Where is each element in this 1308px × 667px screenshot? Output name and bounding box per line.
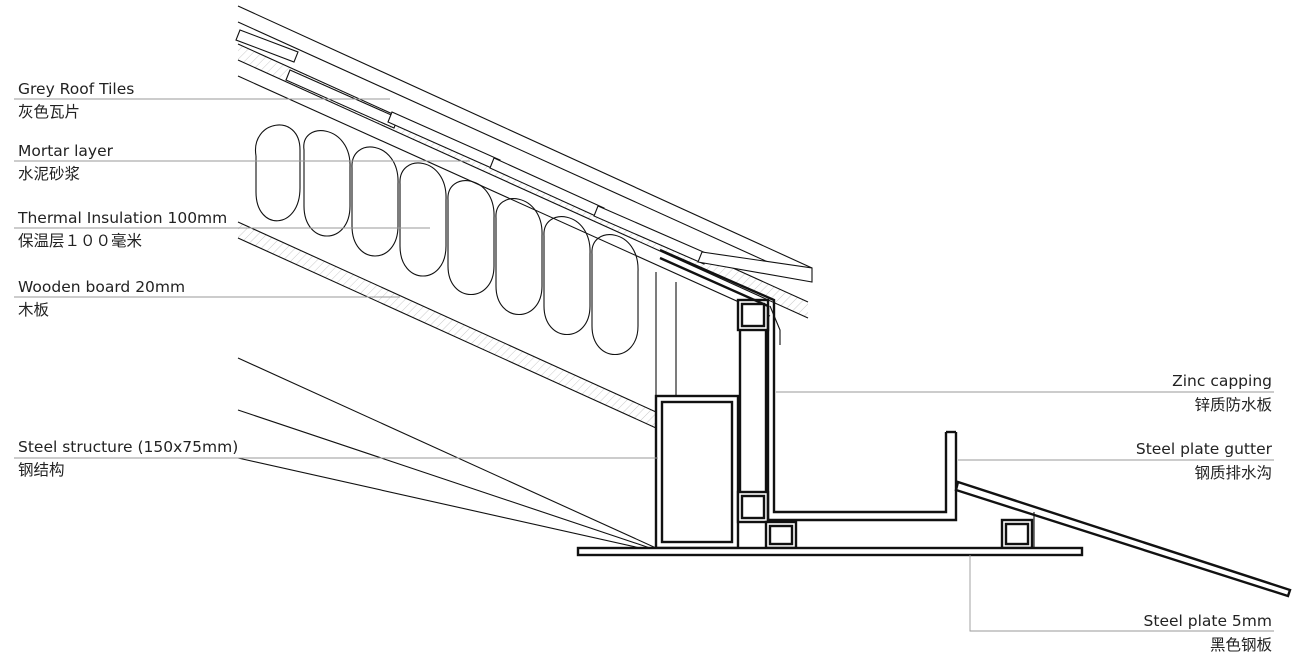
label-insulation-en: Thermal Insulation 100mm: [17, 209, 227, 227]
label-plate-en: Steel plate 5mm: [1144, 612, 1272, 630]
gutter-slope: [954, 480, 1292, 598]
roof-layers: [237, 5, 813, 429]
label-board-cn: 木板: [18, 301, 49, 319]
thermal-insulation: [255, 124, 639, 356]
label-tiles-en: Grey Roof Tiles: [18, 80, 134, 98]
wooden-board-layer: [238, 222, 656, 428]
label-gutter-en: Steel plate gutter: [1136, 440, 1273, 458]
label-zinc-en: Zinc capping: [1172, 372, 1272, 390]
label-steel-structure-en: Steel structure (150x75mm): [18, 438, 238, 456]
base-steel-plate: [576, 546, 1084, 557]
label-steel-structure-cn: 钢结构: [18, 461, 65, 479]
label-plate-cn: 黑色钢板: [1210, 636, 1272, 654]
roof-tiles: [235, 29, 813, 283]
leader-lines: [14, 98, 1274, 632]
label-zinc-cn: 锌质防水板: [1194, 396, 1272, 414]
construction-lines: [237, 357, 657, 549]
label-gutter-cn: 钢质排水沟: [1194, 464, 1272, 482]
labels-left: Grey Roof Tiles 灰色瓦片 Mortar layer 水泥砂浆 T…: [17, 80, 238, 479]
label-insulation-cn: 保温层１００毫米: [18, 231, 142, 250]
label-board-en: Wooden board 20mm: [18, 278, 185, 296]
steel-structure: [654, 298, 1034, 550]
eave-end: [655, 272, 677, 398]
label-mortar-cn: 水泥砂浆: [18, 165, 80, 183]
labels-right: Zinc capping 锌质防水板 Steel plate gutter 钢质…: [1136, 372, 1273, 654]
label-mortar-en: Mortar layer: [18, 142, 114, 160]
label-tiles-cn: 灰色瓦片: [18, 103, 80, 121]
